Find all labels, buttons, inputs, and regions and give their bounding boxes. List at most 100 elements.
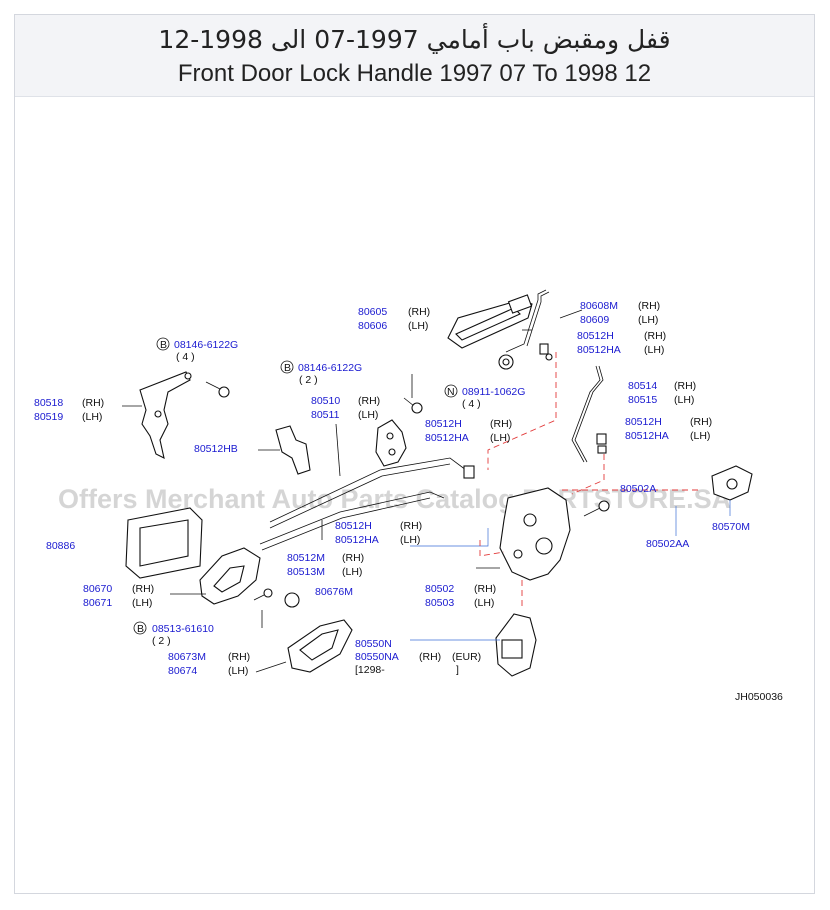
bezel-80673M-part[interactable] [287, 619, 353, 673]
label-80609[interactable]: 80609 [580, 314, 609, 326]
label-lh: (LH) [342, 566, 362, 578]
label-lh: (LH) [228, 665, 248, 677]
badge-b [156, 337, 170, 351]
quantity-4: ( 4 ) [462, 398, 481, 410]
date-range-end: ] [456, 664, 459, 676]
label-80570M[interactable]: 80570M [712, 521, 750, 533]
label-rh: (RH) [674, 380, 696, 392]
quantity-2: ( 2 ) [299, 374, 318, 386]
label-80510[interactable]: 80510 [311, 395, 340, 407]
badge-b-text: B [160, 339, 167, 351]
date-range-start: [1298- [355, 664, 385, 676]
label-80512H[interactable]: 80512H [425, 418, 462, 430]
label-80512HA[interactable]: 80512HA [335, 534, 379, 546]
label-80606[interactable]: 80606 [358, 320, 387, 332]
striker-80570M-part[interactable] [711, 465, 753, 501]
label-08146-6122G[interactable]: 08146-6122G [174, 339, 238, 351]
label-rh: (RH) [82, 397, 104, 409]
rod-80608M-part[interactable] [505, 289, 547, 353]
label-80519[interactable]: 80519 [34, 411, 63, 423]
label-80512H[interactable]: 80512H [625, 416, 662, 428]
label-80550NA[interactable]: 80550NA [355, 651, 399, 663]
label-80512HA[interactable]: 80512HA [425, 432, 469, 444]
nut-08911-part[interactable] [498, 354, 514, 370]
label-80608M[interactable]: 80608M [580, 300, 618, 312]
quantity-2: ( 2 ) [152, 635, 171, 647]
title-arabic: قفل ومقبض باب أمامي 1997-07 الى 1998-12 [158, 25, 671, 54]
label-80605[interactable]: 80605 [358, 306, 387, 318]
label-lh: (LH) [358, 409, 378, 421]
label-80518[interactable]: 80518 [34, 397, 63, 409]
screw-08513-part[interactable] [253, 588, 273, 601]
badge-n-text: N [447, 386, 455, 398]
actuator-80550N-part[interactable] [495, 613, 537, 677]
rod-80514-part[interactable] [571, 365, 601, 463]
label-80515[interactable]: 80515 [628, 394, 657, 406]
door-lock-80502-part[interactable] [499, 487, 571, 581]
label-rh: (RH) [132, 583, 154, 595]
bracket-80518-part[interactable] [139, 371, 192, 460]
label-80674[interactable]: 80674 [168, 665, 197, 677]
label-lh: (LH) [490, 432, 510, 444]
label-rh: (RH) [358, 395, 380, 407]
label-rh: (RH) [419, 651, 441, 663]
inside-lever-80510-part[interactable] [375, 419, 407, 467]
label-80514[interactable]: 80514 [628, 380, 657, 392]
label-80512HB[interactable]: 80512HB [194, 443, 238, 455]
label-lh: (LH) [638, 314, 658, 326]
label-rh: (RH) [638, 300, 660, 312]
title-english: Front Door Lock Handle 1997 07 To 1998 1… [177, 60, 652, 87]
label-lh: (LH) [674, 394, 694, 406]
inside-handle-80670-part[interactable] [199, 547, 261, 605]
rod-guide-80512HB-part[interactable] [275, 425, 311, 475]
label-lh: (LH) [408, 320, 428, 332]
bolt-80502AA-part[interactable] [583, 500, 610, 517]
label-80512HA[interactable]: 80512HA [625, 430, 669, 442]
label-rh: (RH) [690, 416, 712, 428]
label-80503[interactable]: 80503 [425, 597, 454, 609]
label-lh: (LH) [474, 597, 494, 609]
bolt-08146-part-a[interactable] [205, 381, 230, 398]
cover-80886-part[interactable] [125, 507, 203, 579]
label-80550N[interactable]: 80550N [355, 638, 392, 650]
long-rod-upper[interactable] [269, 457, 467, 523]
clip-part-right[interactable] [596, 433, 607, 454]
badge-b-text: B [137, 623, 144, 635]
label-80670[interactable]: 80670 [83, 583, 112, 595]
label-08146-6122G[interactable]: 08146-6122G [298, 362, 362, 374]
label-lh: (LH) [82, 411, 102, 423]
label-80512H[interactable]: 80512H [335, 520, 372, 532]
label-eur: (EUR) [452, 651, 481, 663]
label-rh: (RH) [490, 418, 512, 430]
label-80511[interactable]: 80511 [311, 409, 340, 421]
label-08513-61610[interactable]: 08513-61610 [152, 623, 214, 635]
label-lh: (LH) [400, 534, 420, 546]
label-80512HA[interactable]: 80512HA [577, 344, 621, 356]
label-80512H[interactable]: 80512H [577, 330, 614, 342]
label-80512M[interactable]: 80512M [287, 552, 325, 564]
label-80886[interactable]: 80886 [46, 540, 75, 552]
badge-b [280, 360, 294, 374]
label-80502A[interactable]: 80502A [620, 483, 656, 495]
clip-80676M-part[interactable] [284, 592, 300, 608]
label-lh: (LH) [644, 344, 664, 356]
clip-part-mid[interactable] [463, 465, 475, 479]
label-80502AA[interactable]: 80502AA [646, 538, 689, 550]
label-08911-1062G[interactable]: 08911-1062G [462, 386, 525, 398]
label-80502[interactable]: 80502 [425, 583, 454, 595]
label-80676M[interactable]: 80676M [315, 586, 353, 598]
label-rh: (RH) [400, 520, 422, 532]
label-rh: (RH) [342, 552, 364, 564]
badge-b-text: B [284, 362, 291, 374]
label-rh: (RH) [228, 651, 250, 663]
long-rod-lower[interactable] [259, 491, 445, 545]
label-80673M[interactable]: 80673M [168, 651, 206, 663]
label-80671[interactable]: 80671 [83, 597, 112, 609]
label-80513M[interactable]: 80513M [287, 566, 325, 578]
clip-part-top[interactable] [539, 343, 553, 361]
badge-n [444, 384, 458, 398]
watermark: Offers Merchant Auto Parts Catalog PARTS… [58, 484, 731, 514]
outside-handle-part[interactable] [447, 294, 533, 349]
bolt-08146-part-b[interactable] [403, 397, 423, 414]
